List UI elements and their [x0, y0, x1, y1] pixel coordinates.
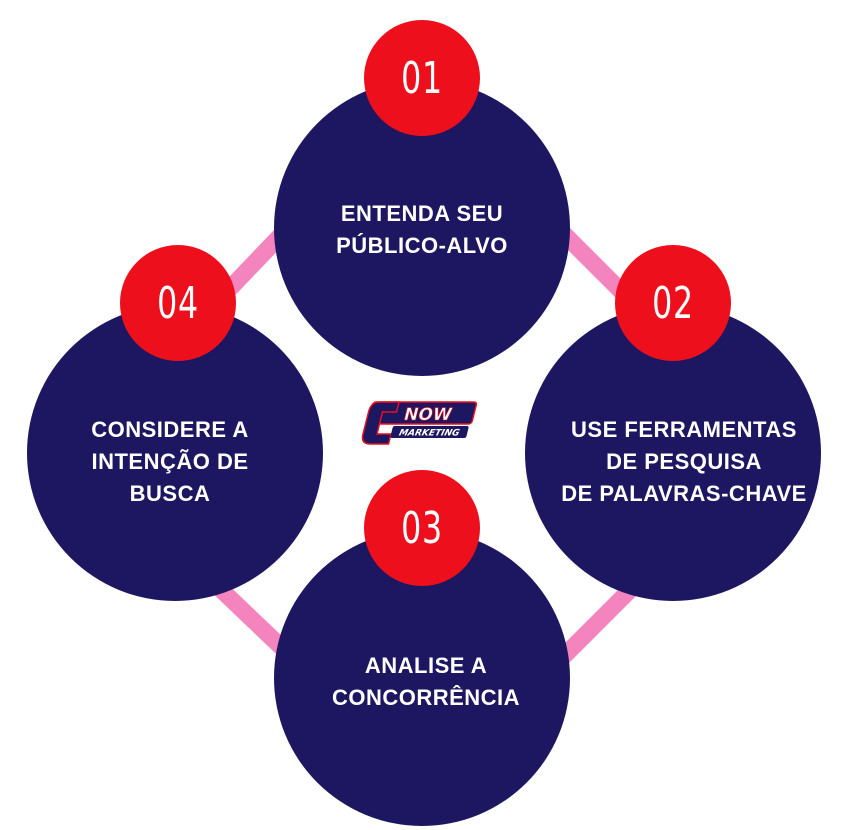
step-02-text: USE FERRAMENTAS DE PESQUISA DE PALAVRAS-… — [536, 414, 832, 510]
step-01-badge: 01 — [364, 20, 480, 136]
logo-c-mark — [361, 401, 400, 445]
cnow-marketing-logo: NOW MARKETING — [361, 401, 478, 445]
step-04-line-1: CONSIDERE A — [91, 417, 249, 442]
logo-tagline-bar — [390, 426, 469, 438]
step-02-line-1: USE FERRAMENTAS — [571, 417, 797, 442]
step-03-badge: 03 — [364, 470, 480, 586]
logo-tagline: MARKETING — [398, 429, 461, 439]
step-02-badge: 02 — [615, 245, 731, 361]
step-01-line-2: PÚBLICO-ALVO — [336, 233, 508, 258]
logo-wordmark: NOW — [402, 405, 454, 425]
step-01-line-1: ENTENDA SEU — [340, 201, 504, 226]
step-03-line-2: CONCORRÊNCIA — [331, 685, 521, 710]
step-04-line-3: BUSCA — [129, 481, 211, 506]
step-03-number: 03 — [401, 502, 443, 554]
step-01-number: 01 — [401, 52, 443, 104]
step-02-line-2: DE PESQUISA — [606, 449, 762, 474]
step-04-line-2: INTENÇÃO DE — [91, 449, 249, 474]
step-02-number: 02 — [652, 277, 694, 329]
step-02-line-3: DE PALAVRAS-CHAVE — [561, 481, 807, 506]
step-03-text: ANALISE A CONCORRÊNCIA — [278, 650, 574, 714]
step-01-text: ENTENDA SEU PÚBLICO-ALVO — [274, 198, 570, 262]
step-04-text: CONSIDERE A INTENÇÃO DE BUSCA — [22, 414, 318, 510]
step-04-number: 04 — [157, 277, 199, 329]
step-04-badge: 04 — [120, 245, 236, 361]
step-03-line-1: ANALISE A — [364, 653, 488, 678]
